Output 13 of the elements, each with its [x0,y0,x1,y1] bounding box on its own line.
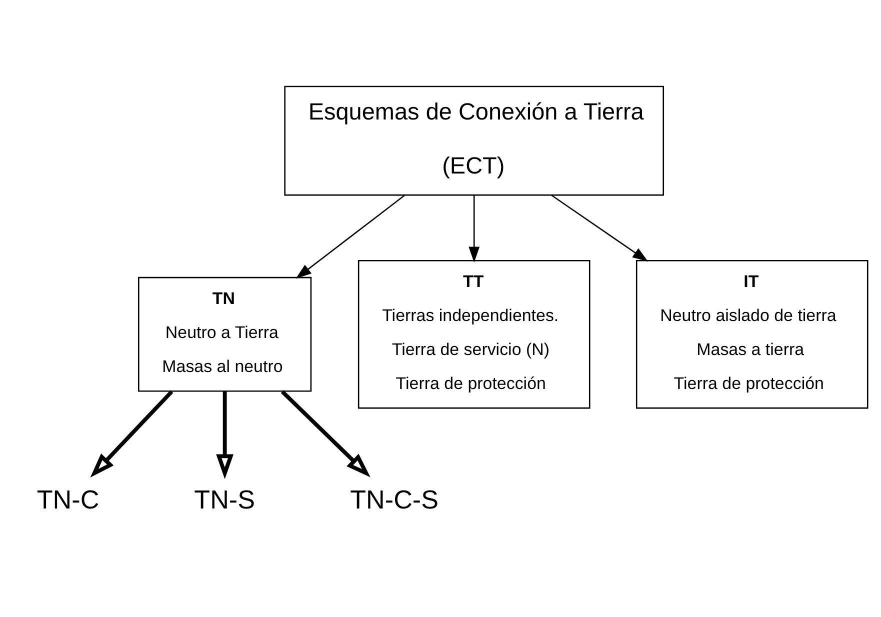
node-text: TN-S [194,484,256,515]
arrow [296,194,406,279]
node-box: TN Neutro a Tierra Masas al neutro [138,276,312,392]
node-text: TN-C [36,484,100,515]
node-box: Esquemas de Conexión a Tierra (ECT) [284,86,664,196]
arrow [216,392,234,480]
arrow [468,195,480,262]
node-box: IT Neutro aislado de tierra Masas a tierra Tierra de protección [636,260,868,409]
node-text: TN-C-S [350,484,439,515]
arrow [90,390,174,478]
arrow [280,390,370,478]
arrow [551,194,648,262]
node-box: TT Tierras independientes. Tierra de servicio (N) Tierra de protección [358,260,590,409]
